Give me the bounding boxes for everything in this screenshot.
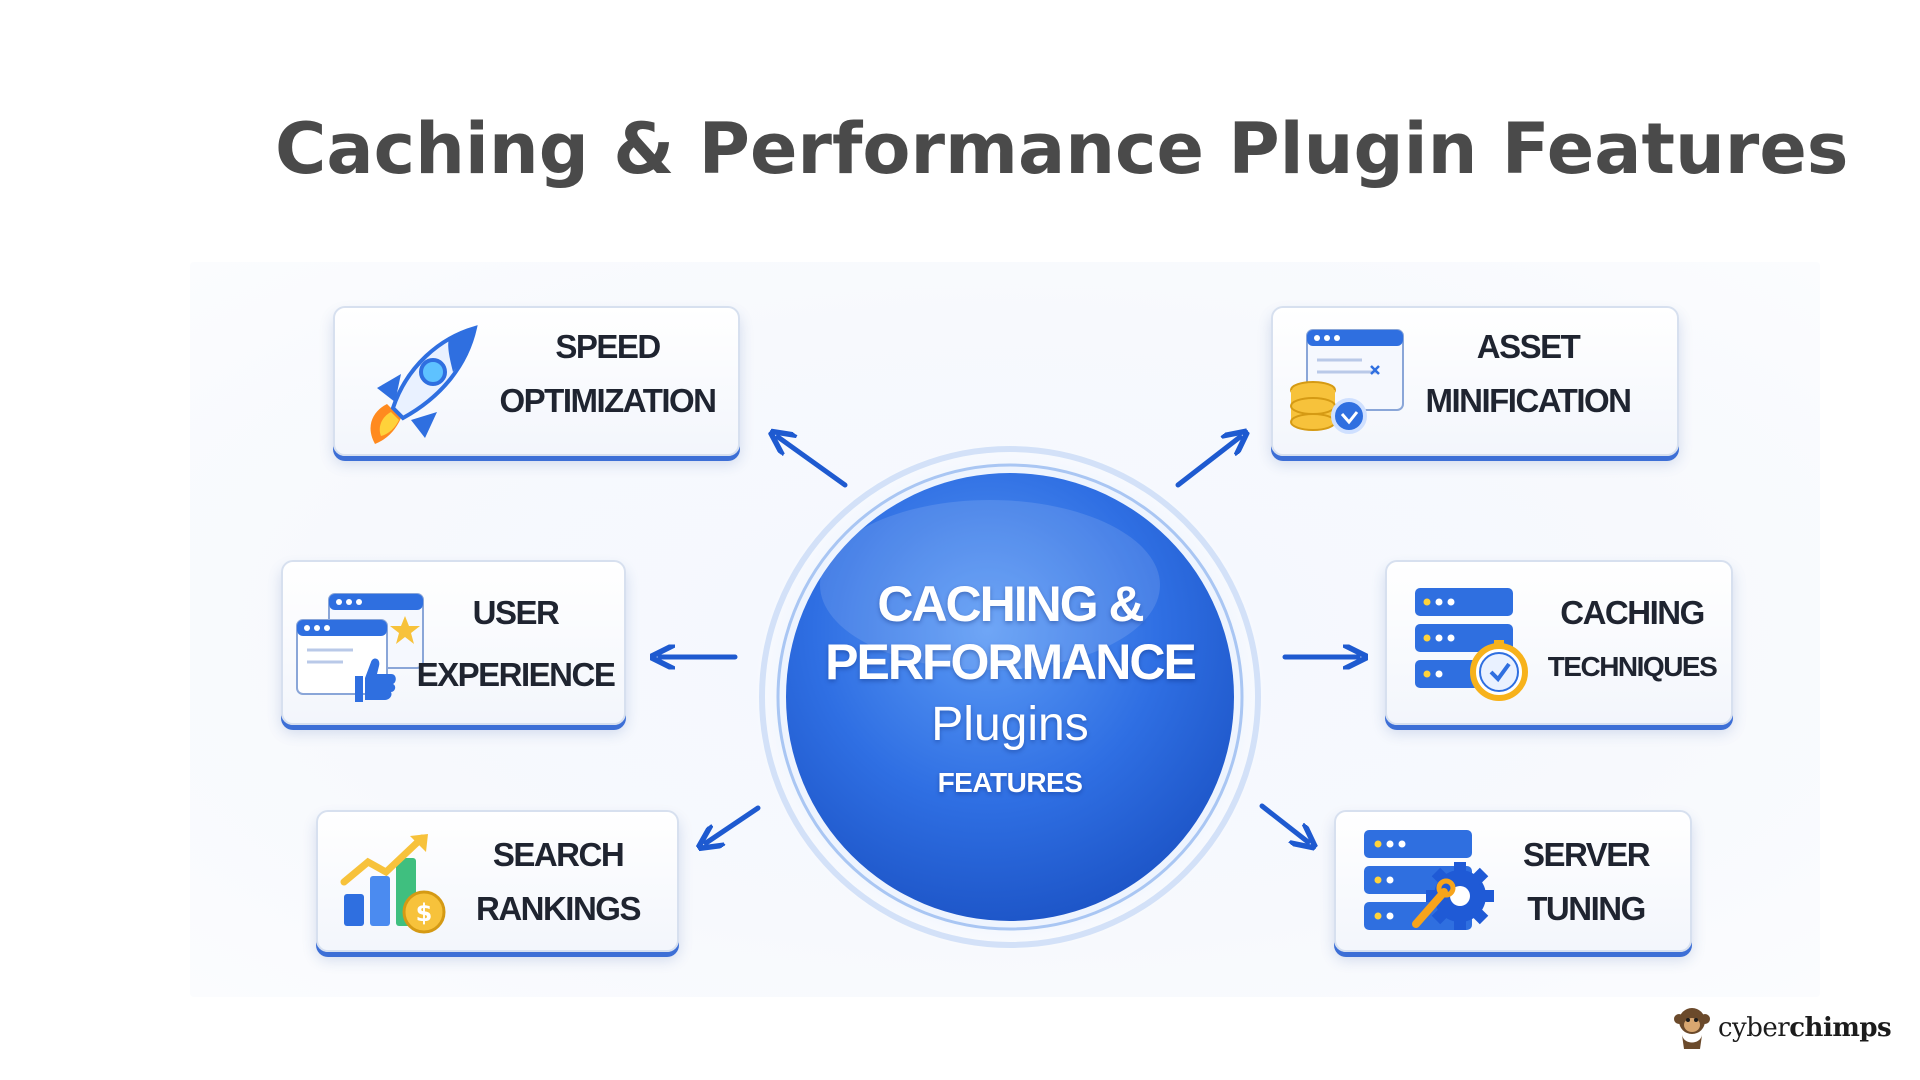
server-stopwatch-icon [1415, 588, 1528, 701]
brand-name-bold: chimps [1789, 1013, 1892, 1043]
card-server-tuning: SERVER TUNING [1334, 810, 1692, 952]
card-speed-optimization: SPEED OPTIMIZATION [333, 306, 740, 456]
svg-text:$: $ [416, 899, 433, 927]
card-server-line1: SERVER [1522, 836, 1651, 873]
card-asset-minification: ASSET MINIFICATION [1271, 306, 1679, 456]
card-server-line2: TUNING [1527, 890, 1646, 927]
hub-label: CACHING & PERFORMANCE Plugins FEATURES [760, 575, 1260, 803]
hub-caption: FEATURES [937, 767, 1083, 798]
arrow-server [1259, 803, 1308, 842]
server-gear-icon [1364, 830, 1494, 930]
rocket-icon [370, 325, 478, 444]
hub-subtitle: Plugins [931, 698, 1089, 751]
brand-name-light: cyber [1718, 1013, 1790, 1043]
code-window-icon [1290, 329, 1404, 434]
card-asset-label: ASSET MINIFICATION [1393, 320, 1663, 428]
card-caching-line1: CACHING [1560, 594, 1705, 631]
card-server-label: SERVER TUNING [1496, 828, 1676, 936]
browser-thumbs-up-icon [296, 593, 424, 702]
chimp-logo-icon [1674, 1008, 1710, 1049]
card-asset-line1: ASSET [1476, 328, 1581, 365]
hub-title-line1: CACHING & [877, 576, 1144, 632]
arrow-speed [778, 437, 848, 488]
card-user-experience: USER EXPERIENCE [281, 560, 626, 725]
hub-title-line2: PERFORMANCE [825, 634, 1197, 690]
arrow-asset [1175, 437, 1240, 488]
card-search-line1: SEARCH [492, 836, 625, 873]
card-search-line2: RANKINGS [475, 890, 642, 927]
card-search-rankings: $ SEARCH RANKINGS [316, 810, 679, 952]
card-ux-label: USER EXPERIENCE [413, 586, 618, 702]
brand-logo: cyberchimps [1670, 1005, 1892, 1051]
card-asset-line2: MINIFICATION [1425, 382, 1632, 419]
page-title: Caching & Performance Plugin Features [275, 108, 1849, 190]
brand-name: cyberchimps [1718, 1013, 1892, 1043]
card-caching-techniques: CACHING TECHNIQUES [1385, 560, 1733, 725]
card-speed-label: SPEED OPTIMIZATION [485, 320, 730, 428]
card-speed-line2: OPTIMIZATION [499, 382, 717, 419]
card-speed-line1: SPEED [555, 328, 661, 365]
card-search-label: SEARCH RANKINGS [448, 828, 668, 936]
arrow-search [706, 805, 761, 843]
card-ux-line1: USER [472, 594, 560, 631]
card-caching-line2: TECHNIQUES [1547, 651, 1718, 682]
growth-chart-icon: $ [340, 834, 446, 934]
card-ux-line2: EXPERIENCE [416, 656, 616, 693]
hub-circle [754, 441, 1266, 953]
card-caching-label: CACHING TECHNIQUES [1537, 586, 1727, 694]
